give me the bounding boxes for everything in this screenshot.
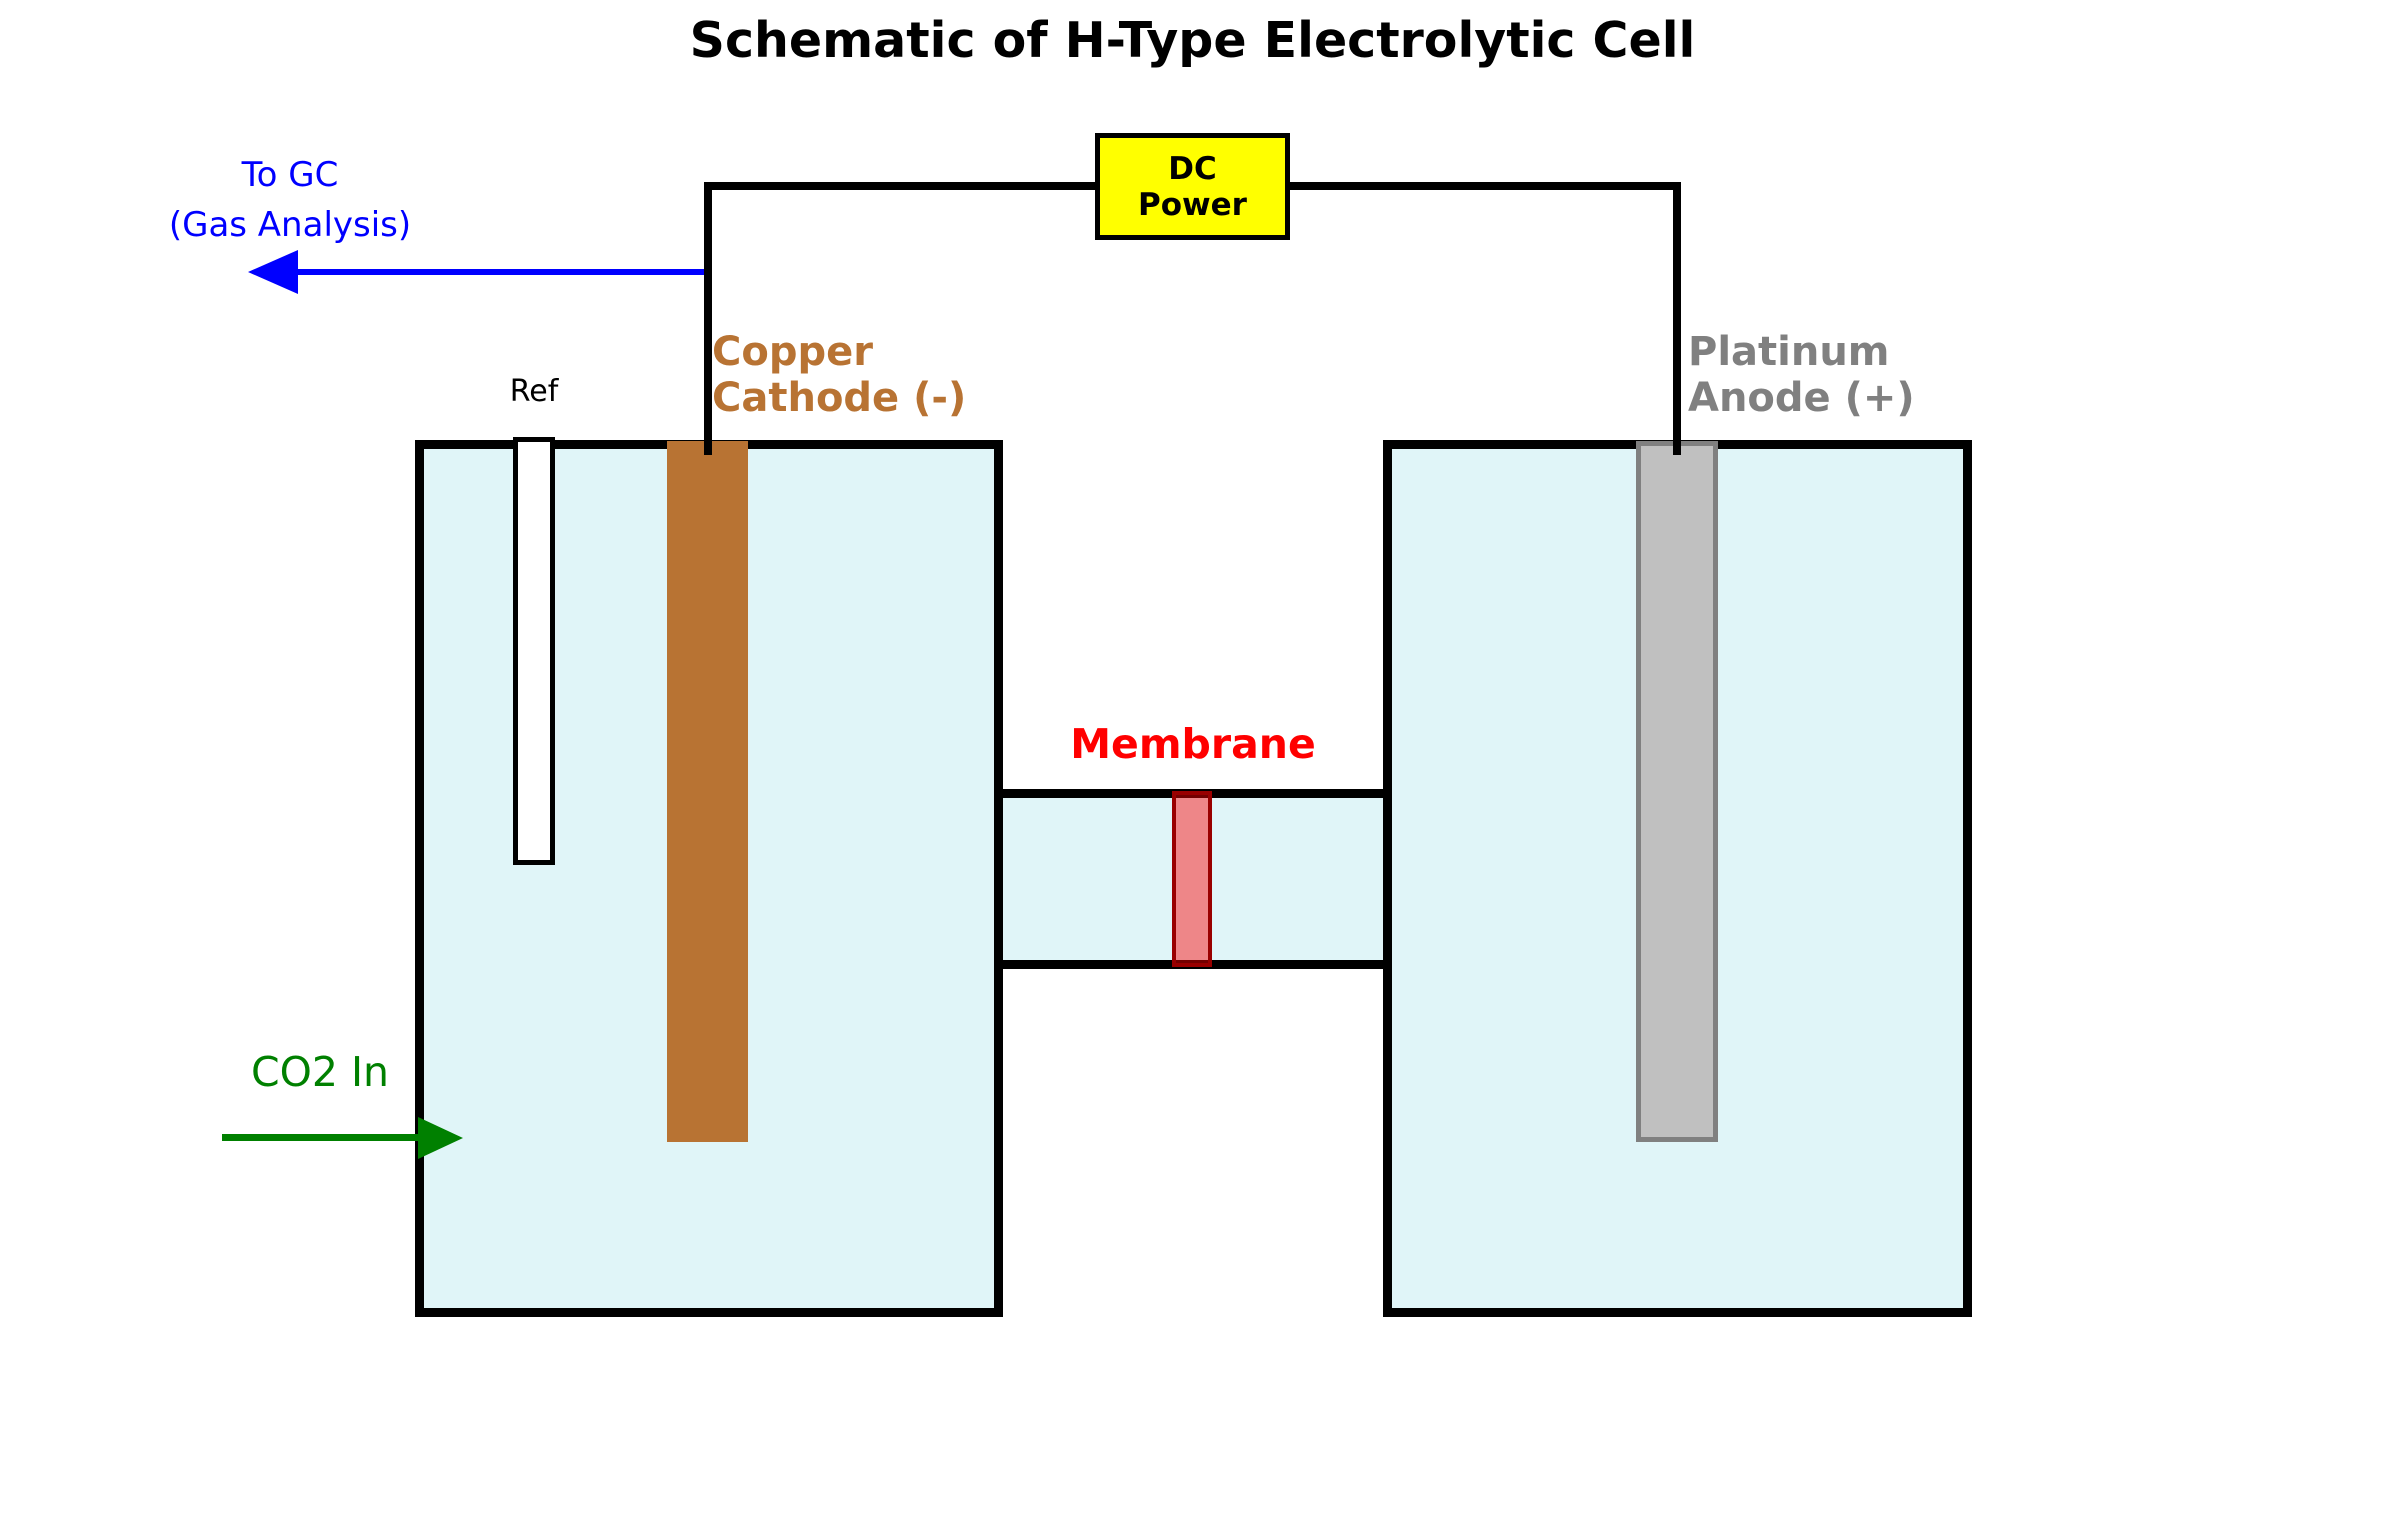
- co2-arrow-shaft: [222, 1134, 422, 1141]
- dc-power-label-line2: Power: [1138, 186, 1247, 223]
- cathode-label-line1: Copper: [712, 329, 873, 375]
- gc-arrow-shaft: [296, 269, 708, 275]
- cathode-label-line2: Cathode (-): [712, 375, 967, 421]
- membrane: [1172, 791, 1212, 967]
- dc-power-label-line1: DC: [1168, 150, 1217, 187]
- wire-anode: [1673, 182, 1681, 455]
- wire-cathode: [704, 182, 712, 455]
- copper-cathode: [667, 441, 748, 1142]
- dc-power-supply: DC Power: [1095, 133, 1290, 240]
- platinum-anode: [1636, 441, 1718, 1142]
- gc-arrow-head-icon: [248, 250, 298, 294]
- anode-label: Platinum Anode (+): [1688, 329, 1915, 421]
- gc-outlet-label-line1: To GC: [241, 155, 339, 195]
- anode-label-line2: Anode (+): [1688, 375, 1915, 421]
- reference-electrode: [513, 437, 555, 865]
- reference-electrode-label: Ref: [509, 374, 559, 409]
- cathode-label: Copper Cathode (-): [712, 329, 966, 421]
- co2-inlet-label: CO2 In: [250, 1048, 390, 1096]
- gc-outlet-label-line2: (Gas Analysis): [168, 205, 412, 245]
- anode-label-line1: Platinum: [1688, 329, 1890, 375]
- membrane-label: Membrane: [1070, 720, 1316, 768]
- diagram-title: Schematic of H-Type Electrolytic Cell: [689, 12, 1696, 69]
- gc-outlet-label: To GC (Gas Analysis): [115, 150, 465, 250]
- co2-arrow-head-icon: [418, 1117, 463, 1159]
